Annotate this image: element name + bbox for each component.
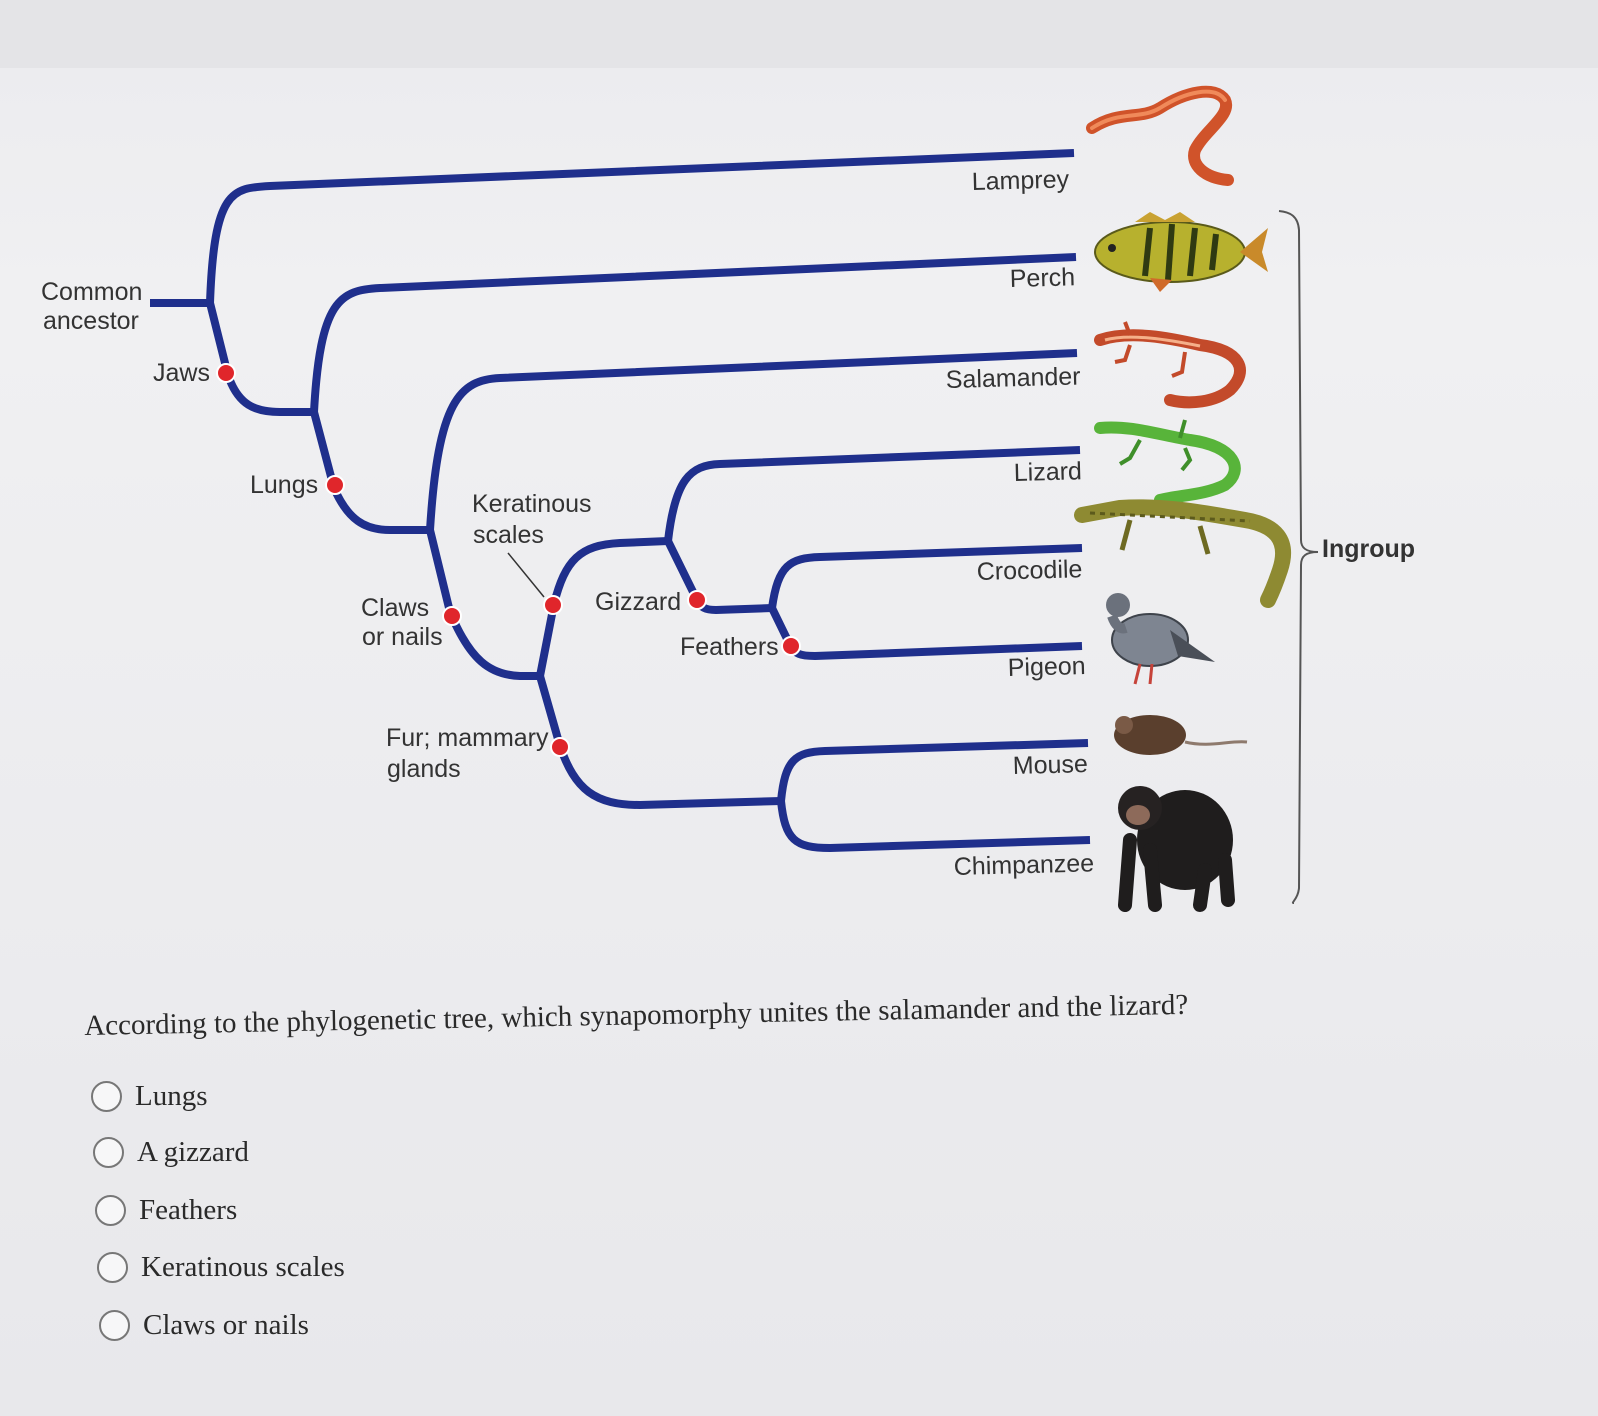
marker-claws: [442, 606, 462, 626]
branch-fur: [536, 674, 782, 809]
option-label-feathers: Feathers: [139, 1194, 238, 1226]
branch-salamander: [426, 349, 1078, 531]
option-claws-or-nails[interactable]: Claws or nails: [99, 1309, 309, 1342]
option-keratinous-scales[interactable]: Keratinous scales: [97, 1251, 345, 1284]
taxon-label-chimpanzee: Chimpanzee: [953, 849, 1094, 881]
option-feathers[interactable]: Feathers: [95, 1194, 237, 1227]
window-top-band: [0, 0, 1598, 68]
option-label-claws-or-nails: Claws or nails: [143, 1309, 309, 1341]
trait-label-keratinous-line2: scales: [473, 521, 544, 549]
branch-claws: [426, 529, 540, 680]
radio-lungs[interactable]: [91, 1081, 122, 1112]
branch-crocodile: [768, 544, 1083, 609]
branch-lizard: [664, 446, 1081, 542]
branch-chimpanzee: [777, 800, 1091, 852]
option-label-a-gizzard: A gizzard: [137, 1136, 249, 1168]
taxon-label-perch: Perch: [1009, 263, 1075, 293]
trait-label-fur-line2: glands: [387, 755, 461, 783]
option-label-keratinous-scales: Keratinous scales: [141, 1251, 345, 1283]
keratinous-pointer-line: [507, 552, 545, 598]
taxon-label-crocodile: Crocodile: [976, 555, 1082, 586]
trait-label-claws-line2: or nails: [362, 623, 443, 651]
marker-lungs: [325, 475, 345, 495]
option-a-gizzard[interactable]: A gizzard: [93, 1136, 249, 1169]
taxon-label-lamprey: Lamprey: [971, 165, 1069, 196]
taxon-label-lizard: Lizard: [1013, 457, 1082, 487]
trait-label-claws-line1: Claws: [361, 594, 429, 622]
trait-markers: [216, 363, 801, 757]
taxon-label-mouse: Mouse: [1012, 750, 1088, 780]
tree-branches: [150, 149, 1091, 852]
radio-a-gizzard[interactable]: [93, 1137, 124, 1168]
chimpanzee-illustration: [1118, 786, 1235, 912]
perch-illustration: [1094, 212, 1268, 292]
root-label-line2: ancestor: [43, 307, 139, 335]
trait-label-lungs: Lungs: [250, 471, 318, 499]
crocodile-illustration: [1074, 499, 1292, 608]
marker-feathers: [781, 636, 801, 656]
radio-keratinous-scales[interactable]: [97, 1252, 128, 1283]
trait-label-fur-line1: Fur; mammary: [386, 724, 549, 752]
taxon-label-pigeon: Pigeon: [1007, 652, 1086, 682]
marker-keratinous: [543, 595, 563, 615]
lamprey-illustration: [1086, 85, 1234, 186]
branch-lungs: [310, 410, 430, 534]
radio-feathers[interactable]: [95, 1195, 126, 1226]
ingroup-label: Ingroup: [1322, 535, 1415, 563]
lizard-illustration: [1094, 419, 1241, 506]
branch-gizzard: [664, 539, 773, 614]
pigeon-illustration: [1106, 593, 1215, 685]
option-label-lungs: Lungs: [135, 1080, 208, 1112]
salamander-illustration: [1094, 321, 1246, 409]
mouse-illustration: [1114, 715, 1248, 755]
trait-label-gizzard: Gizzard: [595, 588, 681, 616]
root-label-line1: Common: [41, 278, 142, 306]
radio-claws-or-nails[interactable]: [99, 1310, 130, 1341]
option-lungs[interactable]: Lungs: [91, 1080, 208, 1113]
ingroup-bracket: [1278, 210, 1319, 904]
trait-label-feathers: Feathers: [680, 633, 779, 661]
taxon-label-salamander: Salamander: [945, 362, 1080, 394]
branch-lamprey: [206, 149, 1075, 304]
branch-perch: [310, 253, 1077, 413]
marker-fur: [550, 737, 570, 757]
marker-jaws: [216, 363, 236, 383]
trait-label-keratinous-line1: Keratinous: [472, 490, 592, 518]
branch-mouse: [777, 739, 1089, 802]
marker-gizzard: [687, 590, 707, 610]
trait-label-jaws: Jaws: [153, 359, 210, 387]
branch-pigeon: [768, 606, 1083, 660]
branch-jaws: [206, 302, 314, 416]
